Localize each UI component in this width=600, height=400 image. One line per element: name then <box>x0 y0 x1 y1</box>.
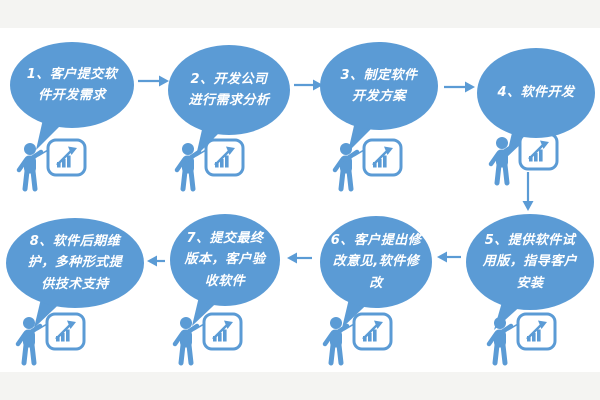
step-bubble-2: 2、开发公司进行需求分析 <box>168 45 290 135</box>
arrow-left-icon <box>287 252 312 264</box>
presenter-figure <box>19 140 85 189</box>
arrow-left-icon <box>437 251 461 263</box>
step-label: 3、制定软件开发方案 <box>340 67 418 104</box>
top-gray-band <box>0 0 600 28</box>
step-label: 8、软件后期维护，多种形式提供技术支持 <box>27 234 123 292</box>
arrow-right-icon <box>138 75 169 87</box>
step-bubble-6: 6、客户提出修改意见,软件修改 <box>320 216 432 308</box>
step-bubble-8: 8、软件后期维护，多种形式提供技术支持 <box>6 218 144 308</box>
presenter-figure <box>177 140 243 189</box>
step-bubble-7: 7、提交最终版本，客户验收软件 <box>170 214 280 306</box>
arrow-right-icon <box>444 81 475 93</box>
presenter-figure <box>175 314 241 363</box>
step-label: 2、开发公司进行需求分析 <box>188 71 270 108</box>
arrow-down-icon <box>522 172 534 211</box>
step-label: 7、提交最终版本，客户验收软件 <box>184 231 266 289</box>
step-bubble-4: 4、软件开发 <box>477 48 595 138</box>
step-label: 5、提供软件试用版，指导客户安装 <box>482 233 578 291</box>
step-label: 4、软件开发 <box>497 85 575 101</box>
presenter-figure <box>491 134 557 183</box>
step-label: 6、客户提出修改意见,软件修改 <box>330 233 422 291</box>
step-label: 1、客户提交软件开发需求 <box>26 66 118 103</box>
step-bubble-5: 5、提供软件试用版，指导客户安装 <box>466 214 594 310</box>
arrow-right-icon <box>294 79 323 91</box>
step-bubble-1: 1、客户提交软件开发需求 <box>10 42 134 128</box>
bottom-gray-band <box>0 372 600 400</box>
arrow-left-icon <box>147 255 165 267</box>
presenter-figure <box>489 314 555 363</box>
step-bubble-3: 3、制定软件开发方案 <box>320 42 438 130</box>
presenter-figure <box>335 140 401 189</box>
presenter-figure <box>325 314 391 363</box>
presenter-figure <box>18 314 84 363</box>
